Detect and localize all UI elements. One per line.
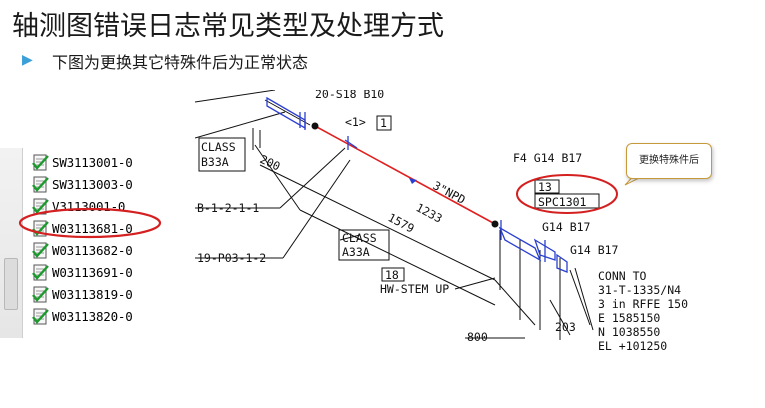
flange-fitting xyxy=(266,96,306,130)
file-label: SW3113001-0 xyxy=(52,154,133,170)
label-conn-4: E 1585150 xyxy=(598,311,660,325)
bullet-text: 下图为更换其它特殊件后为正常状态 xyxy=(52,53,309,72)
file-check-icon xyxy=(32,308,49,324)
label-dim-1233: 1233 xyxy=(414,200,445,225)
list-item[interactable]: SW3113001-0 xyxy=(32,152,133,172)
file-label: W03113820-0 xyxy=(52,308,133,324)
label-class-1: CLASS xyxy=(201,140,236,154)
label-conn-5: N 1038550 xyxy=(598,325,660,339)
label-conn-1: CONN TO xyxy=(598,269,647,283)
label-hw-stem: HW-STEM UP xyxy=(380,282,449,296)
file-check-icon xyxy=(32,220,49,236)
file-check-icon xyxy=(32,198,49,214)
list-item[interactable]: V3113001-0 xyxy=(32,196,125,216)
label-bubble-ref: <1> xyxy=(345,115,366,129)
list-item[interactable]: SW3113003-0 xyxy=(32,174,133,194)
file-check-icon xyxy=(32,264,49,280)
label-conn-3: 3 in RFFE 150 xyxy=(598,297,688,311)
label-class-2-value: A33A xyxy=(342,245,370,259)
flange-fitting xyxy=(533,238,556,261)
label-top-cut: 20-S18 B10 xyxy=(315,90,384,101)
file-label: W03113819-0 xyxy=(52,286,133,302)
list-item[interactable]: W03113820-0 xyxy=(32,306,133,326)
list-item[interactable]: W03113681-0 xyxy=(32,218,133,238)
label-box-18: 18 xyxy=(385,268,399,282)
file-label: W03113682-0 xyxy=(52,242,133,258)
flange-fitting xyxy=(556,253,568,273)
spc-highlight-ring xyxy=(516,174,618,214)
list-item[interactable]: W03113691-0 xyxy=(32,262,133,282)
label-box-13: 13 xyxy=(538,180,552,194)
file-label: SW3113003-0 xyxy=(52,176,133,192)
isometric-drawing: 20-S18 B10 <1> 1 CLASS B33A 200 B-1-2-1-… xyxy=(195,90,688,353)
label-line-ref-2: 19-P03-1-2 xyxy=(197,251,266,265)
label-dim-200: 200 xyxy=(258,152,283,173)
file-check-icon xyxy=(32,286,49,302)
label-g14-1: G14 B17 xyxy=(542,220,591,234)
pipe-segment xyxy=(314,125,496,225)
label-dim-203: 203 xyxy=(555,320,576,334)
flow-arrow-icon xyxy=(409,178,417,184)
pipe-node xyxy=(311,122,319,130)
file-label: V3113001-0 xyxy=(52,198,126,214)
file-label: W03113691-0 xyxy=(52,264,133,280)
label-line-ref-1: B-1-2-1-1 xyxy=(197,201,259,215)
label-conn-2: 31-T-1335/N4 xyxy=(598,283,681,297)
flange-fitting xyxy=(498,226,542,262)
label-npd: 3"NPD xyxy=(431,178,468,207)
list-item[interactable]: W03113819-0 xyxy=(32,284,133,304)
list-item[interactable]: W03113682-0 xyxy=(32,240,133,260)
file-check-icon xyxy=(32,154,49,170)
label-conn-6: EL +101250 xyxy=(598,339,667,353)
label-class-1-value: B33A xyxy=(201,155,229,169)
callout-box: 更换特殊件后 xyxy=(626,143,712,179)
callout-text: 更换特殊件后 xyxy=(639,155,699,166)
label-dim-800: 800 xyxy=(467,330,488,344)
slide-title: 轴测图错误日志常见类型及处理方式 xyxy=(12,11,444,42)
label-class-2: CLASS xyxy=(342,231,377,245)
file-list-scrollbar[interactable] xyxy=(0,148,23,338)
label-g14-2: G14 B17 xyxy=(570,243,619,257)
pipe-node xyxy=(491,220,499,228)
label-dim-1579: 1579 xyxy=(386,210,417,235)
label-spc: SPC1301 xyxy=(538,195,587,209)
bullet-marker-icon: ▶ xyxy=(22,52,33,68)
file-check-icon xyxy=(32,176,49,192)
file-label: W03113681-0 xyxy=(52,220,133,236)
file-check-icon xyxy=(32,242,49,258)
scrollbar-thumb[interactable] xyxy=(4,258,18,310)
label-box-1: 1 xyxy=(380,116,387,130)
label-f4: F4 G14 B17 xyxy=(513,151,582,165)
